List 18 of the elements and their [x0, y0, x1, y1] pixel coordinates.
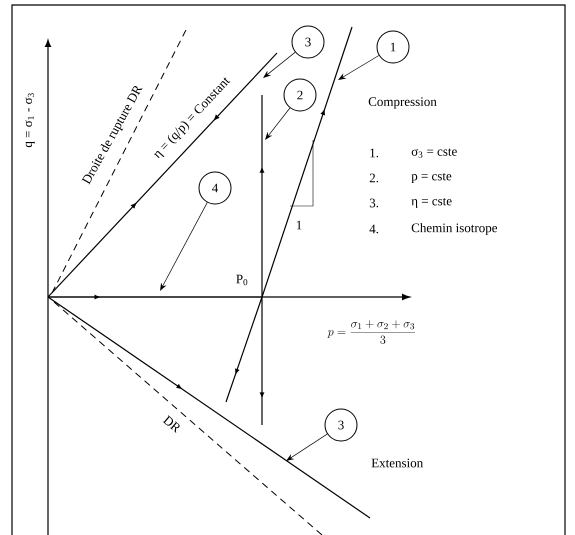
axis-label: q = σ$_{1}$ - σ$_{3}$	[25, 93, 35, 148]
list-text: σ$_{3}$ = cste	[412, 148, 457, 158]
heading: Compression	[368, 97, 437, 109]
region-label: Extension	[372, 458, 423, 468]
leader-line	[286, 434, 328, 461]
list-text: η = cste	[411, 198, 452, 208]
leader-line	[263, 52, 296, 78]
list-number: 2.	[370, 174, 378, 182]
list-text: p = cste	[411, 172, 452, 184]
list-number: 3.	[370, 198, 378, 208]
list-number: 1.	[370, 148, 378, 158]
slope-label: 1	[296, 220, 302, 230]
line-label: DR	[162, 415, 180, 434]
list-number: 4.	[369, 224, 378, 234]
list-text: Chemin isotrope	[412, 223, 498, 235]
axis-formula: $p = \frac{\sigma_1 + \sigma_2 + \sigma_3}{3}$	[327, 320, 416, 344]
point-label: P$_{0}$	[236, 274, 248, 286]
leader-line	[265, 108, 290, 140]
